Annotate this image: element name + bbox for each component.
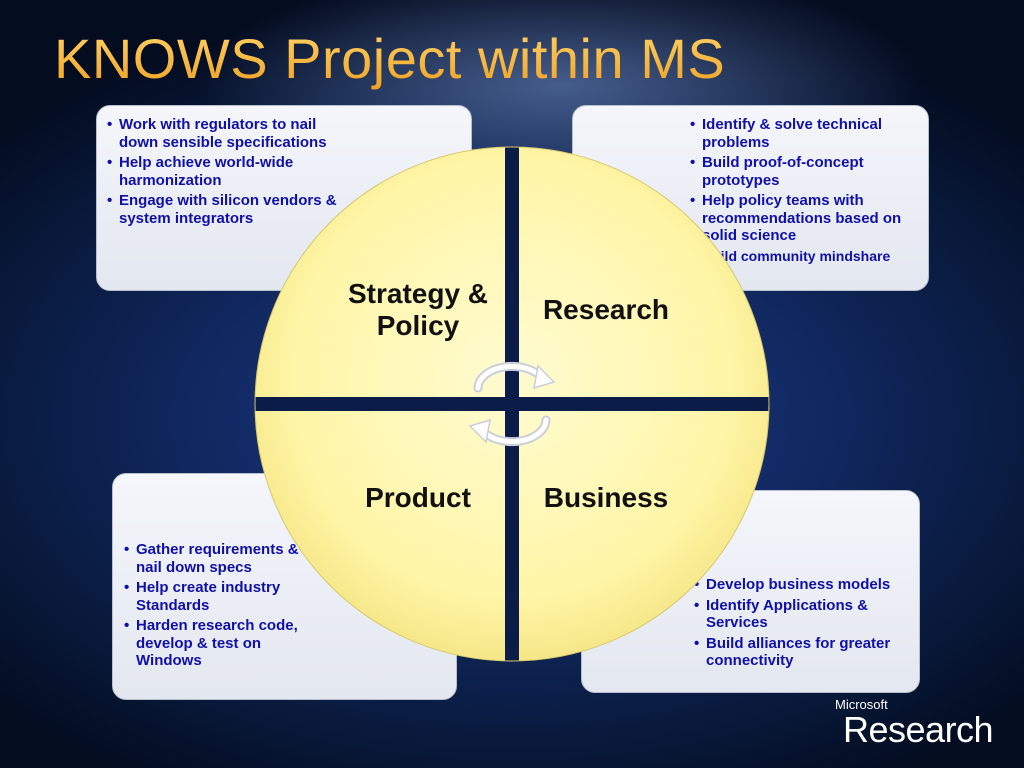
logo-company: Microsoft bbox=[835, 697, 888, 712]
quadrant-product: Product bbox=[365, 482, 471, 513]
business-bullet-list: Develop business models Identify Applica… bbox=[694, 576, 904, 673]
bullet-item: Build proof-of-concept prototypes bbox=[690, 154, 918, 189]
bullet-item: Identify & solve technical problems bbox=[690, 116, 918, 151]
bullet-item: Work with regulators to nail down sensib… bbox=[107, 116, 347, 151]
strategy-bullet-list: Work with regulators to nail down sensib… bbox=[107, 116, 347, 230]
horizontal-divider bbox=[255, 397, 769, 411]
circle-outline bbox=[254, 146, 770, 662]
bullet-item: Gather requirements & nail down specs bbox=[124, 541, 324, 576]
quadrant-strategy-policy: Strategy & Policy bbox=[347, 278, 489, 341]
bullet-item: Engage with silicon vendors & system int… bbox=[107, 192, 347, 227]
bullet-item: Harden research code, develop & test on … bbox=[124, 617, 324, 670]
bullet-item: Build alliances for greater connectivity bbox=[694, 635, 904, 670]
bullet-item: Help achieve world-wide harmonization bbox=[107, 154, 347, 189]
bullet-item: Help create industry Standards bbox=[124, 579, 324, 614]
bullet-item: Identify Applications & Services bbox=[694, 597, 904, 632]
cycle-arrows-icon bbox=[468, 361, 556, 447]
bullet-item: Develop business models bbox=[694, 576, 904, 594]
quadrant-research: Research bbox=[542, 294, 670, 325]
logo-division: Research bbox=[843, 709, 994, 750]
slide-title: KNOWS Project within MS bbox=[54, 27, 726, 90]
product-bullet-list: Gather requirements & nail down specs He… bbox=[124, 541, 324, 673]
quadrant-business: Business bbox=[543, 482, 669, 513]
bullet-item: Help policy teams with recommendations b… bbox=[690, 192, 918, 245]
research-bullet-list: Identify & solve technical problems Buil… bbox=[690, 116, 918, 268]
